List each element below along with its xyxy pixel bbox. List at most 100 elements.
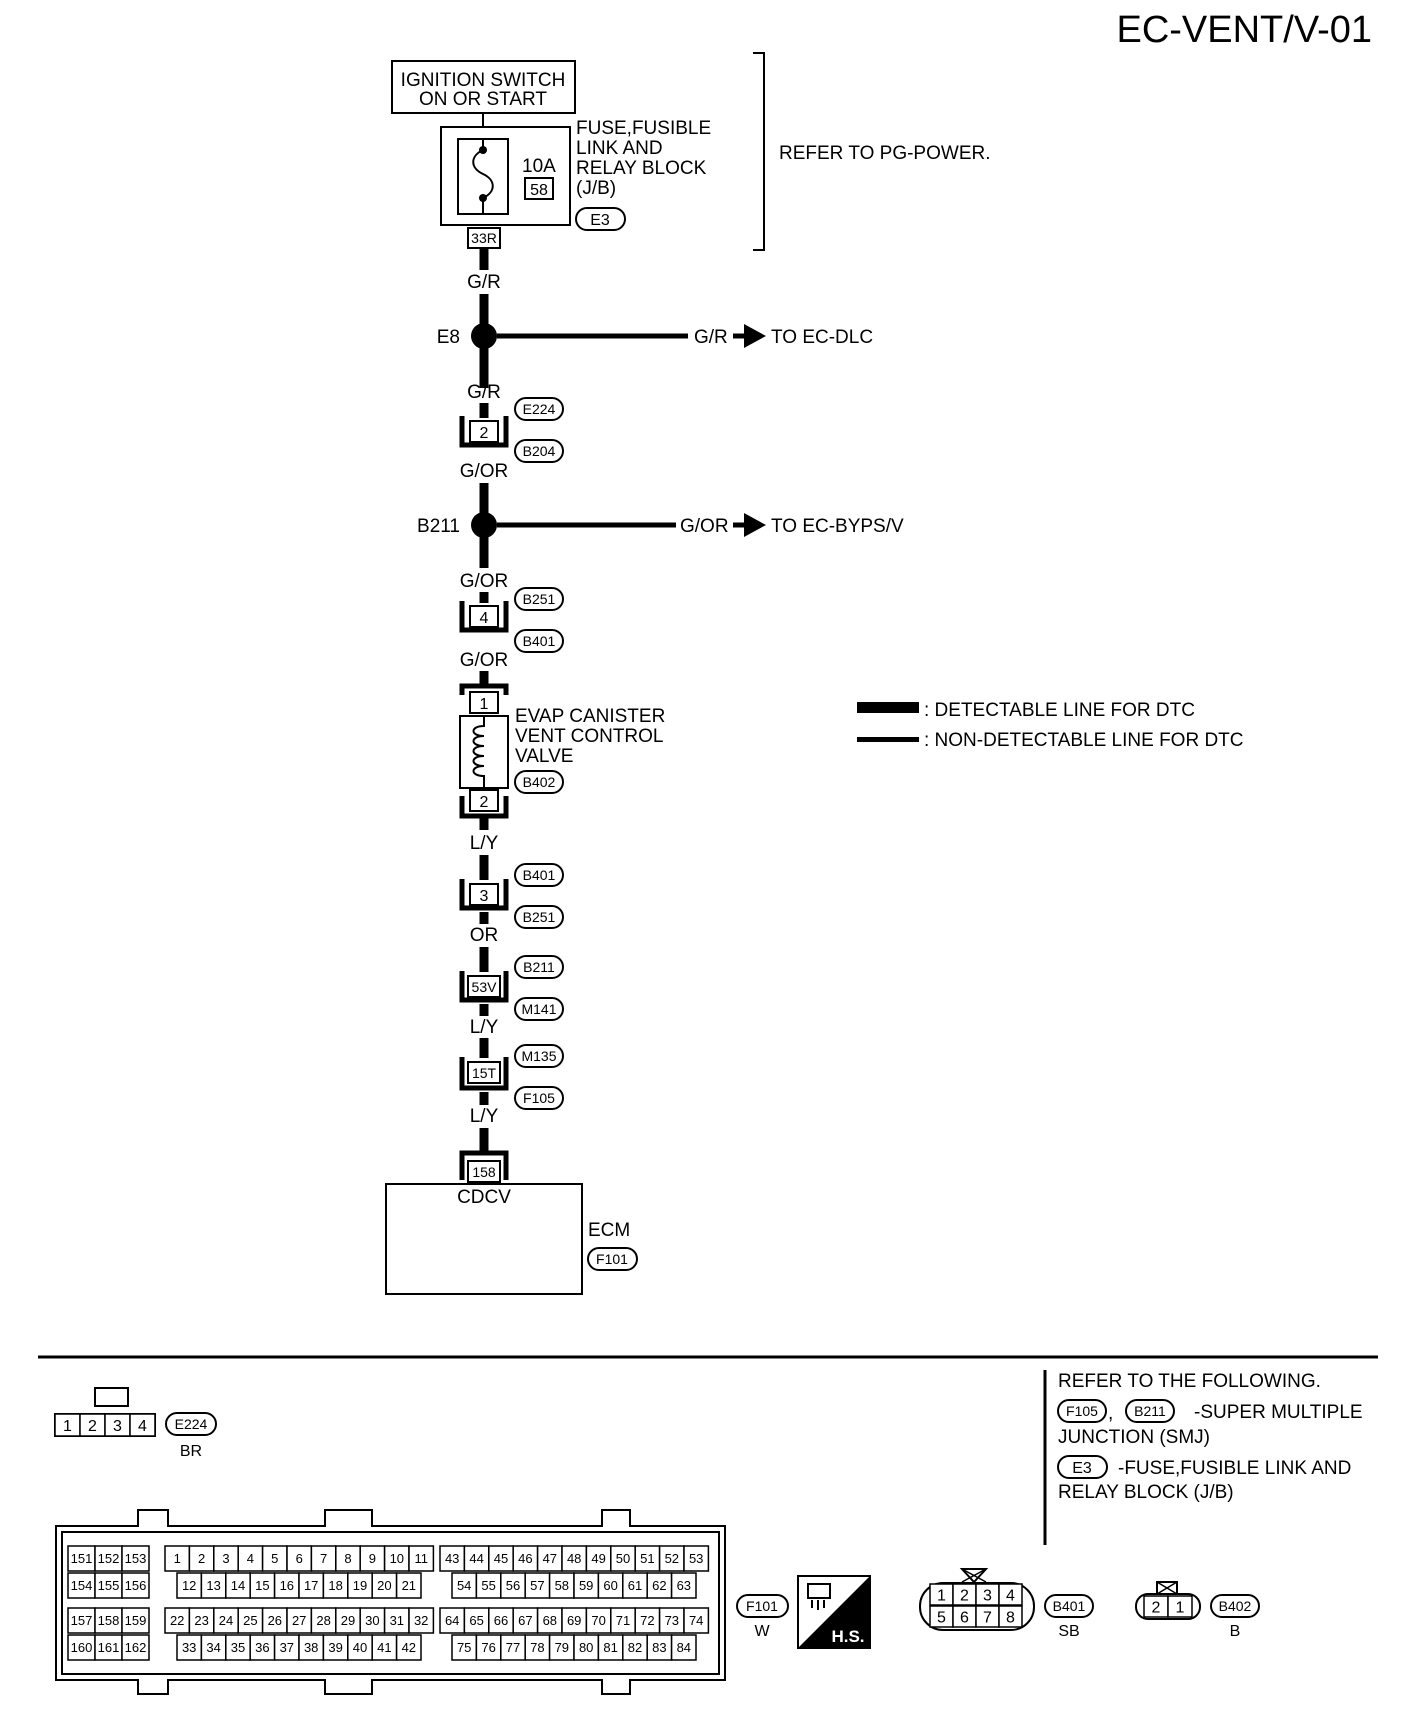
pin-number: 2 xyxy=(1152,1599,1161,1616)
valve-label-2: VENT CONTROL xyxy=(515,726,664,747)
pin-cell xyxy=(408,1545,435,1572)
conn-id-b204: B204 xyxy=(523,443,556,459)
pin-cell xyxy=(597,1572,624,1599)
pin-number: 1 xyxy=(937,1587,946,1604)
pin-number: 84 xyxy=(677,1640,691,1655)
connector-pin: 53V xyxy=(472,979,498,995)
pin-cell xyxy=(500,1634,526,1661)
pin-number: 31 xyxy=(390,1613,404,1628)
pin-number: 11 xyxy=(414,1551,428,1566)
pin-number: 8 xyxy=(344,1551,351,1566)
pin-number: 4 xyxy=(138,1418,147,1435)
pin-number: 68 xyxy=(543,1613,557,1628)
legend-detectable: : DETECTABLE LINE FOR DTC xyxy=(924,700,1195,721)
pin-number: 6 xyxy=(296,1551,303,1566)
power-bracket xyxy=(753,52,765,251)
pin-number: 76 xyxy=(481,1640,495,1655)
refer-jb-1: -FUSE,FUSIBLE LINK AND xyxy=(1118,1458,1351,1479)
splice-e8: E8 G/R TO EC-DLC xyxy=(437,323,873,349)
face-b402-conn: B402 xyxy=(1219,1598,1252,1614)
face-f101-conn: F101 xyxy=(746,1598,778,1614)
conn-id-m141: M141 xyxy=(521,1001,556,1017)
connector-m135-f105: 15T M135 F105 xyxy=(459,1044,564,1110)
wire-color-2: G/R xyxy=(467,382,501,403)
connector-b251-b401: 4 B251 B401 xyxy=(459,587,564,653)
conn-id-b402: B402 xyxy=(523,774,556,790)
pin-number: 38 xyxy=(304,1640,318,1655)
pin-cell xyxy=(408,1607,435,1634)
pin-number: 15 xyxy=(255,1578,269,1593)
pin-number: 7 xyxy=(320,1551,327,1566)
connector-pin: 3 xyxy=(480,888,489,905)
arrow-right-icon xyxy=(744,513,766,537)
splice-b211-dest: TO EC-BYPS/V xyxy=(771,516,904,537)
pin-number: 161 xyxy=(98,1640,120,1655)
pin-number: 25 xyxy=(243,1613,257,1628)
pin-cell xyxy=(67,1545,96,1572)
main-harness: G/R G/R G/OR G/OR G/OR L/Y OR L/Y L/Y xyxy=(460,248,509,1153)
connector-e224-b204: 2 E224 B204 xyxy=(459,397,564,463)
conn-id-b401: B401 xyxy=(523,867,556,883)
legend: : DETECTABLE LINE FOR DTC : NON-DETECTAB… xyxy=(857,700,1244,751)
pin-number: 71 xyxy=(616,1613,630,1628)
pin-cell xyxy=(129,1413,156,1437)
pin-number: 77 xyxy=(506,1640,520,1655)
pin-number: 73 xyxy=(665,1613,679,1628)
pin-number: 72 xyxy=(640,1613,654,1628)
pin-number: 24 xyxy=(219,1613,233,1628)
splice-e8-name: E8 xyxy=(437,327,460,348)
pin-number: 156 xyxy=(125,1578,147,1593)
pin-cell xyxy=(646,1572,673,1599)
pin-cell xyxy=(524,1572,551,1599)
pin-number: 3 xyxy=(983,1587,992,1604)
pin-number: 5 xyxy=(937,1609,946,1626)
pin-number: 157 xyxy=(71,1613,93,1628)
ignition-switch: IGNITION SWITCH ON OR START xyxy=(391,60,576,114)
pin-number: 78 xyxy=(530,1640,544,1655)
conn-id-e224: E224 xyxy=(523,401,556,417)
pin-cell xyxy=(200,1634,227,1661)
refer-conn-b211: B211 xyxy=(1134,1403,1166,1419)
wire-color-6: L/Y xyxy=(470,833,499,854)
pin-number: 58 xyxy=(555,1578,569,1593)
connector-pin: 4 xyxy=(480,610,489,627)
pin-cell xyxy=(395,1634,422,1661)
pin-number: 160 xyxy=(71,1640,93,1655)
pin-number: 20 xyxy=(377,1578,391,1593)
pin-cell xyxy=(512,1607,539,1634)
refer-heading: REFER TO THE FOLLOWING. xyxy=(1058,1371,1321,1392)
pin-number: 23 xyxy=(194,1613,208,1628)
pin-number: 8 xyxy=(1006,1609,1015,1626)
legend-non-detectable: : NON-DETECTABLE LINE FOR DTC xyxy=(924,730,1244,751)
pin-cell xyxy=(536,1545,563,1572)
wire-color-3: G/OR xyxy=(460,461,509,482)
pin-number: 2 xyxy=(88,1418,97,1435)
conn-id-b251: B251 xyxy=(523,591,556,607)
pin-cell xyxy=(475,1634,502,1661)
pin-number: 67 xyxy=(518,1613,532,1628)
pin-number: 44 xyxy=(469,1551,483,1566)
face-e224-conn: E224 xyxy=(175,1416,208,1432)
pin-cell xyxy=(573,1572,600,1599)
pin-number: 35 xyxy=(231,1640,245,1655)
pin-cell xyxy=(322,1572,349,1599)
pin-number: 60 xyxy=(603,1578,617,1593)
pin-number: 83 xyxy=(652,1640,666,1655)
ecm-label: ECM xyxy=(588,1220,630,1241)
pin-cell xyxy=(622,1634,648,1661)
pin-number: 48 xyxy=(567,1551,581,1566)
wire-color-5: G/OR xyxy=(460,650,509,671)
splice-e8-wire: G/R xyxy=(694,327,728,348)
pin-number: 42 xyxy=(402,1640,416,1655)
pin-number: 56 xyxy=(506,1578,520,1593)
pin-cell xyxy=(249,1572,276,1599)
ignition-label-2: ON OR START xyxy=(419,89,547,110)
pin-number: 155 xyxy=(98,1578,120,1593)
pin-number: 34 xyxy=(206,1640,220,1655)
pin-number: 59 xyxy=(579,1578,593,1593)
pin-cell xyxy=(310,1545,337,1572)
refer-smj-1: -SUPER MULTIPLE xyxy=(1194,1402,1363,1423)
pin-number: 1 xyxy=(1176,1599,1185,1616)
pin-number: 5 xyxy=(271,1551,278,1566)
